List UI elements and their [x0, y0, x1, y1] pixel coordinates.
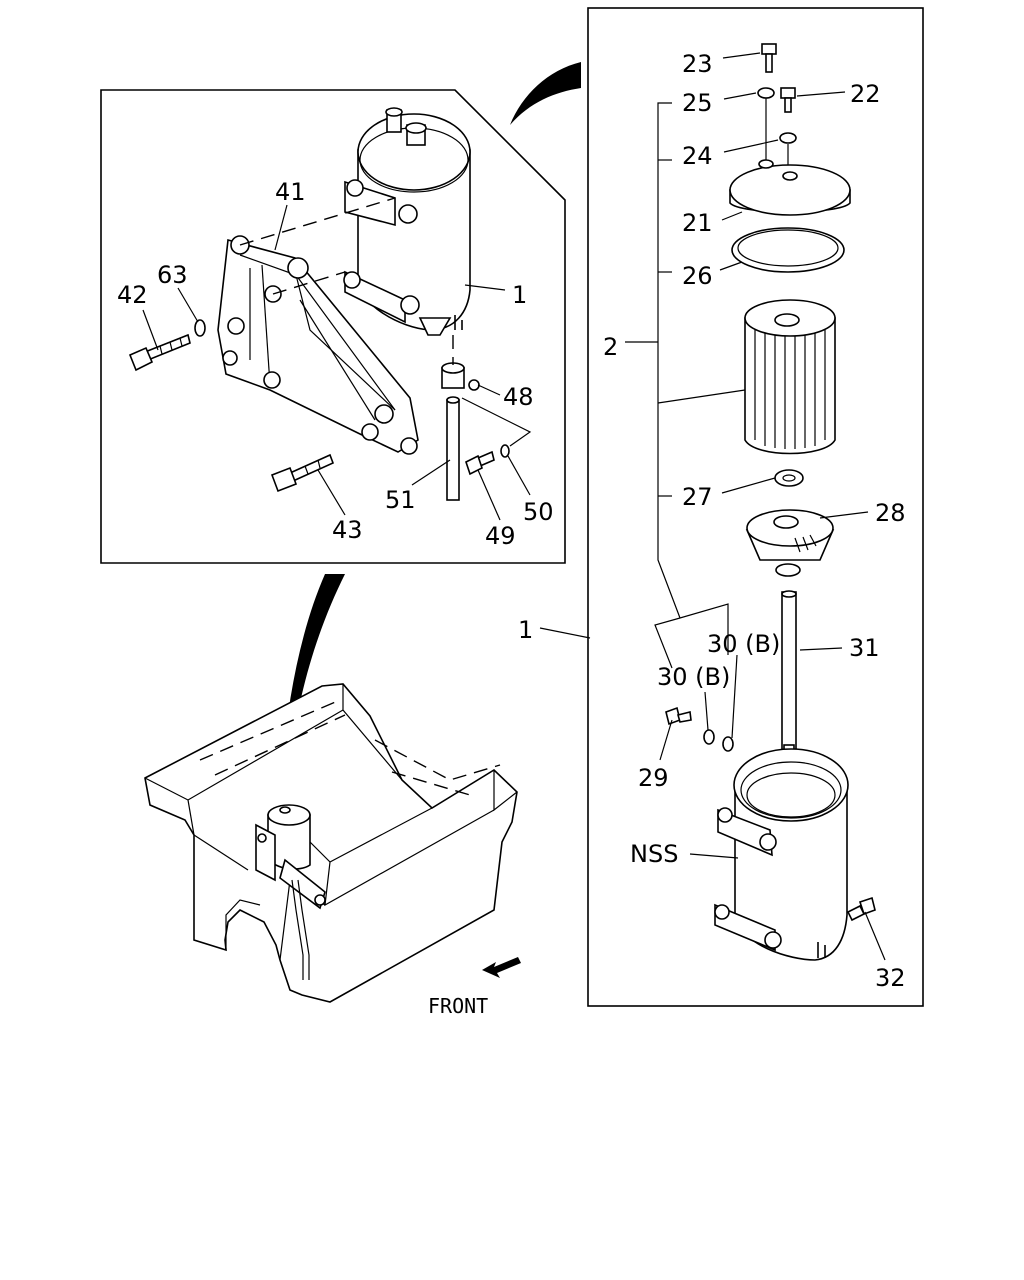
inset-fitting-48	[441, 335, 480, 391]
bolt-32	[846, 896, 876, 922]
front-arrow-icon	[482, 957, 521, 978]
inset-bolt-42	[128, 333, 191, 372]
bolt-29	[665, 706, 692, 726]
label-31: 31	[849, 634, 880, 662]
washer-30-a	[703, 729, 715, 745]
inset-bolt-43	[270, 453, 335, 493]
engine-block	[144, 683, 518, 1003]
inset-frame	[100, 89, 566, 564]
base-28	[745, 509, 835, 577]
label-30-b-lower: 30 (B)	[657, 663, 730, 691]
washer-27	[774, 469, 804, 487]
washer-30-b	[722, 736, 734, 752]
label-32: 32	[875, 964, 906, 992]
exploded-view-frame	[587, 7, 924, 1007]
washer-24	[779, 132, 797, 144]
inset-pipe-51	[446, 396, 460, 501]
pipe-31	[781, 590, 797, 766]
label-30-b-upper: 30 (B)	[707, 630, 780, 658]
label-48: 48	[503, 383, 534, 411]
label-29: 29	[638, 764, 669, 792]
label-26: 26	[682, 262, 713, 290]
inset-washer-63	[194, 319, 206, 337]
label-23: 23	[682, 50, 713, 78]
label-1-main: 1	[518, 616, 533, 644]
inset-leaders	[142, 204, 531, 521]
label-1-inset: 1	[512, 281, 527, 309]
label-21: 21	[682, 209, 713, 237]
bolt-22	[780, 87, 796, 113]
label-22: 22	[850, 80, 881, 108]
label-24: 24	[682, 142, 713, 170]
label-43: 43	[332, 516, 363, 544]
inset-filter-assembly	[343, 107, 471, 336]
group-bracket-2	[654, 102, 729, 669]
label-nss: NSS	[630, 840, 678, 868]
housing-nss	[714, 748, 849, 961]
label-27: 27	[682, 483, 713, 511]
label-50: 50	[523, 498, 554, 526]
front-label: FRONT	[428, 994, 488, 1018]
label-49: 49	[485, 522, 516, 550]
cover-21	[729, 159, 851, 216]
label-25: 25	[682, 89, 713, 117]
o-ring-26	[731, 227, 845, 273]
label-41: 41	[275, 178, 306, 206]
washer-25	[757, 87, 775, 99]
label-2: 2	[603, 333, 618, 361]
inset-washer-50	[500, 444, 510, 458]
label-63: 63	[157, 261, 188, 289]
label-28: 28	[875, 499, 906, 527]
filter-element-2	[744, 299, 836, 455]
inset-bolt-49	[465, 450, 495, 476]
label-42: 42	[117, 281, 148, 309]
exploded-leaders	[539, 52, 886, 961]
inset-bracket	[217, 197, 419, 455]
callout-wedge-top	[510, 62, 581, 125]
engine-filter	[255, 804, 326, 980]
label-51: 51	[385, 486, 416, 514]
bolt-23	[761, 43, 777, 73]
